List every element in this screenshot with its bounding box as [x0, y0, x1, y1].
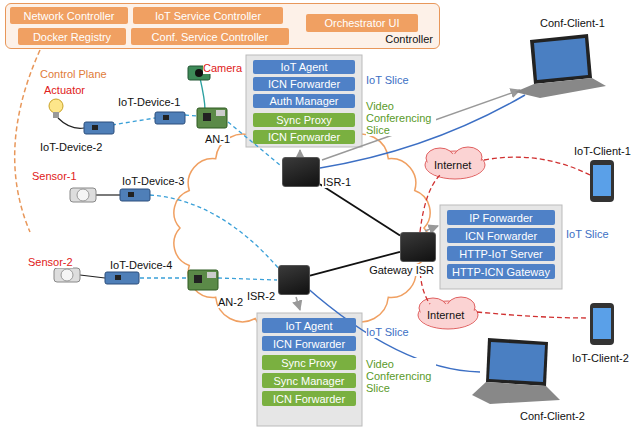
controller-box: Docker Registry	[18, 28, 126, 45]
router-box: ISR-1	[282, 157, 320, 187]
annotation-label: IoT Slice	[366, 326, 409, 338]
box-label: Sync Manager	[274, 375, 345, 387]
box-label: Sync Proxy	[281, 357, 337, 369]
controller-box: IoT Service Controller	[133, 7, 283, 24]
router-label: ISR-1	[322, 176, 352, 188]
camera-cable	[200, 78, 205, 110]
annotation-label: Actuator	[44, 84, 85, 96]
actuator-bulb	[49, 99, 63, 118]
iot-slice-box: IoT Agent	[262, 318, 356, 333]
annotation-label: Sensor-2	[28, 256, 73, 268]
annotation-label: Internet	[427, 309, 464, 321]
group-title: Controller	[385, 33, 433, 45]
box-label: Docker Registry	[33, 31, 111, 43]
internet-link	[420, 157, 590, 318]
network-cloud	[174, 121, 430, 335]
annotation-label: Internet	[434, 159, 471, 171]
iot-slice-box: IoT Agent	[253, 60, 355, 74]
annotation-label: IoT-Device-4	[110, 259, 172, 271]
box-label: Sync Proxy	[276, 114, 332, 126]
box-label: Orchestrator UI	[324, 17, 399, 29]
router-box: ISR-2	[278, 265, 310, 295]
box-label: Auth Manager	[269, 95, 338, 107]
annotation-label: IoT-Device-2	[40, 141, 102, 153]
annotation-label: IoT-Client-2	[572, 352, 629, 364]
box-label: IP Forwarder	[469, 212, 532, 224]
slice-panel	[440, 205, 562, 289]
box-label: ICN Forwarder	[273, 338, 345, 350]
slice-arrow	[296, 297, 300, 310]
iot-slice-box: HTTP-IoT Server	[447, 246, 555, 261]
annotation-label: Control Plane	[40, 68, 107, 80]
iot-slice-box: Auth Manager	[253, 94, 355, 108]
box-label: ICN Forwarder	[273, 393, 345, 405]
slice-panel	[257, 313, 362, 426]
video-slice-box: Sync Proxy	[253, 113, 355, 127]
box-label: HTTP-ICN Gateway	[452, 266, 550, 278]
device-board	[84, 112, 185, 284]
box-label: ICN Forwarder	[268, 131, 340, 143]
box-label: Conf. Service Controller	[152, 31, 269, 43]
annotation-label: IoT Slice	[566, 228, 609, 240]
iot-slice-box: ICN Forwarder	[253, 77, 355, 91]
network-link	[320, 184, 400, 235]
box-label: IoT Service Controller	[155, 10, 261, 22]
video-slice-box: ICN Forwarder	[253, 130, 355, 144]
annotation-label: Conf-Client-1	[540, 17, 605, 29]
controller-box: Orchestrator UI	[306, 14, 418, 32]
box-label: ICN Forwarder	[465, 230, 537, 242]
video-slice-box: Sync Manager	[262, 373, 356, 388]
annotation-label: Video Conferencing Slice	[366, 358, 436, 394]
slice-panel	[246, 55, 362, 147]
box-label: Network Controller	[23, 10, 114, 22]
controller-box: Conf. Service Controller	[131, 28, 289, 45]
router-box: Gateway ISR	[400, 232, 436, 262]
iot-slice-box: HTTP-ICN Gateway	[447, 264, 555, 279]
annotation-label: IoT Slice	[366, 74, 409, 86]
annotation-label: Conf-Client-2	[520, 410, 585, 422]
annotation-label: Video Conferencing Slice	[366, 100, 436, 136]
annotation-label: IoT-Device-1	[118, 96, 180, 108]
video-slice-box: ICN Forwarder	[262, 391, 356, 406]
iot-slice-box: ICN Forwarder	[262, 336, 356, 351]
box-label: ICN Forwarder	[268, 78, 340, 90]
annotation-label: IoT-Device-3	[122, 175, 184, 187]
controller-group: Controller Network Controller IoT Service …	[5, 3, 440, 49]
annotation-label: AN-2	[218, 296, 243, 308]
slice-arrow	[299, 150, 301, 156]
slice-arrow	[425, 226, 438, 231]
router-label: Gateway ISR	[368, 264, 435, 276]
iot-slice-box: ICN Forwarder	[447, 228, 555, 243]
phone	[590, 160, 614, 345]
annotation-label: Camera	[203, 62, 242, 74]
iot-slice-box: IP Forwarder	[447, 210, 555, 225]
router-label: ISR-2	[246, 290, 276, 302]
control-plane-line	[15, 50, 40, 232]
box-label: IoT Agent	[281, 61, 328, 73]
controller-box: Network Controller	[10, 7, 128, 24]
annotation-label: AN-1	[205, 133, 230, 145]
annotation-label: Sensor-1	[32, 170, 77, 182]
network-cloud	[174, 121, 430, 335]
box-label: IoT Agent	[286, 320, 333, 332]
video-slice-box: Sync Proxy	[262, 355, 356, 370]
box-label: HTTP-IoT Server	[459, 248, 543, 260]
annotation-label: IoT-Client-1	[574, 145, 631, 157]
